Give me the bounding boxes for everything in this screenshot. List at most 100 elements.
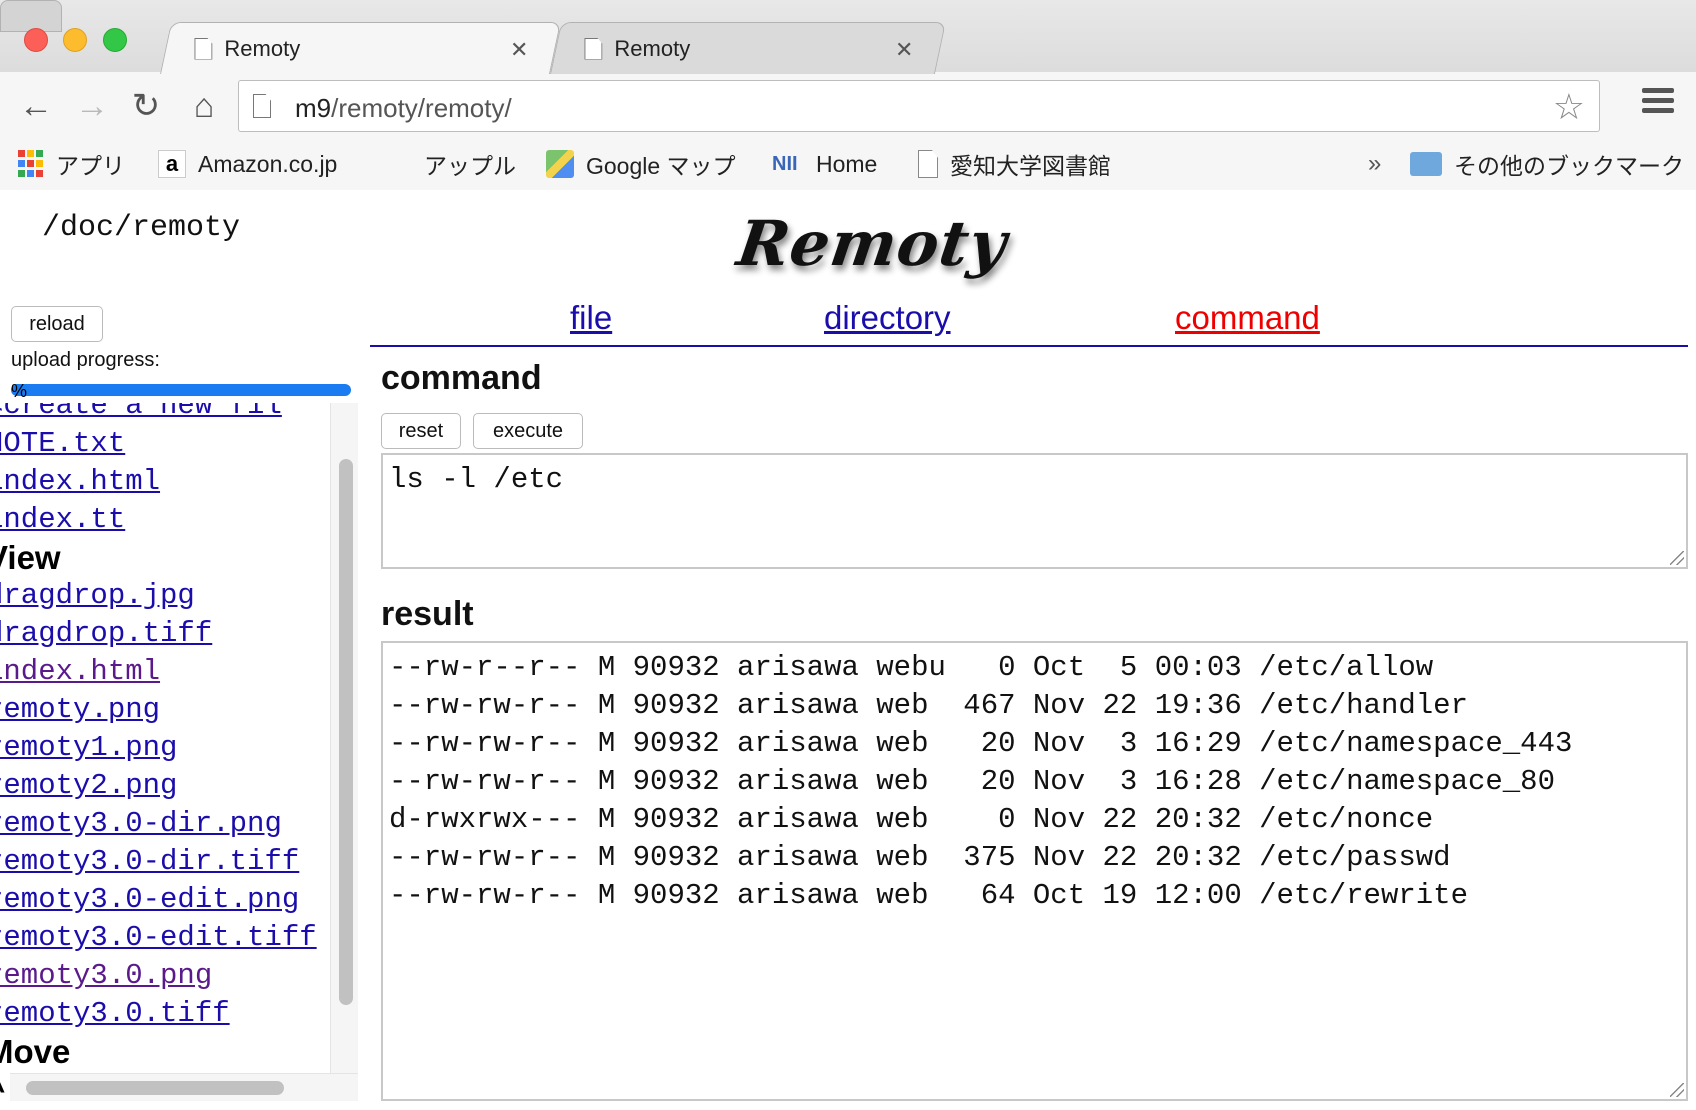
forward-arrow-icon[interactable]: → <box>75 87 109 125</box>
home-icon[interactable]: ⌂ <box>193 87 215 125</box>
bookmark-label: アプリ <box>56 153 125 179</box>
browser-toolbar: ← → ↻ ⌂ m9/remoty/remoty/ ☆ <box>0 72 1696 140</box>
tab-close-icon[interactable]: ✕ <box>509 37 529 62</box>
browser-tab-2[interactable]: Remoty ✕ <box>550 22 947 74</box>
resize-grip-icon[interactable] <box>1670 1083 1684 1097</box>
sidebar-file-link[interactable]: dragdrop.tiff <box>0 617 213 650</box>
back-arrow-icon[interactable]: ← <box>19 87 53 125</box>
scrollbar-thumb[interactable] <box>339 459 353 1005</box>
folder-icon <box>1410 152 1442 176</box>
sidebar-section-heading: ^ <box>0 1071 317 1103</box>
sidebar-file-link[interactable]: remoty3.0.png <box>0 959 213 992</box>
tab-title: Remoty <box>224 35 301 61</box>
remoty-logo: Remoty <box>732 207 1012 280</box>
bookmarks-bar: アプリ a Amazon.co.jp アップル Google マップ NII H… <box>0 140 1696 190</box>
command-text: ls -l /etc <box>389 463 564 496</box>
sidebar-file-link[interactable]: remoty3.0-edit.png <box>0 883 300 916</box>
result-textarea[interactable]: --rw-r--r-- M 90932 arisawa webu 0 Oct 5… <box>381 641 1688 1101</box>
bookmark-label: その他のブックマーク <box>1454 153 1684 179</box>
result-line: --rw-rw-r-- M 90932 arisawa web 20 Nov 3… <box>389 765 1555 798</box>
sidebar-file-link[interactable]: remoty3.0-dir.png <box>0 807 282 840</box>
hamburger-menu-icon[interactable] <box>1642 88 1674 120</box>
result-line: --rw-rw-r-- M 90932 arisawa web 467 Nov … <box>389 689 1468 722</box>
page-icon <box>584 38 602 60</box>
page-icon <box>918 150 938 178</box>
apps-icon <box>18 150 44 178</box>
other-bookmarks[interactable]: その他のブックマーク <box>1410 146 1684 182</box>
bookmark-label: Home <box>816 150 878 177</box>
sidebar-file-link[interactable]: remoty2.png <box>0 769 178 802</box>
scrollbar-thumb[interactable] <box>26 1081 284 1095</box>
sidebar-file-link[interactable]: dragdrop.jpg <box>0 579 195 612</box>
reload-button[interactable]: reload <box>11 306 103 342</box>
page-icon <box>194 38 212 60</box>
bookmark-star-icon[interactable]: ☆ <box>1552 86 1585 127</box>
tab-command[interactable]: command <box>1175 299 1320 336</box>
window-close-button[interactable] <box>24 28 48 52</box>
bookmark-apps[interactable]: アプリ <box>18 146 125 182</box>
resize-grip-icon[interactable] <box>1670 551 1684 565</box>
result-line: --rw-rw-r-- M 90932 arisawa web 64 Oct 1… <box>389 879 1468 912</box>
page-content: /doc/remoty Remoty reload upload progres… <box>0 191 1696 1110</box>
sidebar-file-link[interactable]: remoty3.0.tiff <box>0 997 230 1030</box>
url-path: /remoty/remoty/ <box>331 93 512 123</box>
bookmark-home[interactable]: NII Home <box>772 146 877 182</box>
sidebar-file-link[interactable]: index.html <box>0 655 161 688</box>
address-bar[interactable]: m9/remoty/remoty/ ☆ <box>238 80 1600 132</box>
more-bookmarks-chevron-icon[interactable]: » <box>1368 150 1382 177</box>
sidebar-file-link[interactable]: remoty1.png <box>0 731 178 764</box>
browser-tab-1[interactable]: Remoty ✕ <box>160 22 562 74</box>
tab-file[interactable]: file <box>570 299 613 336</box>
mode-tabs: file directory command <box>370 299 1688 347</box>
result-output: --rw-r--r-- M 90932 arisawa webu 0 Oct 5… <box>389 649 1680 915</box>
sidebar-file-link[interactable]: index.tt <box>0 503 126 536</box>
window-maximize-button[interactable] <box>103 28 127 52</box>
upload-progress-label: upload progress: <box>11 349 160 371</box>
sidebar-file-link[interactable]: NOTE.txt <box>0 427 126 460</box>
nii-icon: NII <box>772 153 798 175</box>
command-textarea[interactable]: ls -l /etc <box>381 453 1688 569</box>
result-line: --rw-r--r-- M 90932 arisawa webu 0 Oct 5… <box>389 651 1434 684</box>
tab-directory[interactable]: directory <box>824 299 951 336</box>
bookmark-library[interactable]: 愛知大学図書館 <box>918 146 1111 182</box>
result-line: --rw-rw-r-- M 90932 arisawa web 20 Nov 3… <box>389 727 1573 760</box>
upload-progress-percent: % <box>11 381 28 401</box>
sidebar-file-link[interactable]: <create a new fil <box>0 403 282 422</box>
command-heading: command <box>381 359 542 397</box>
sidebar-horizontal-scrollbar[interactable] <box>10 1073 358 1101</box>
reload-icon[interactable]: ↻ <box>131 87 161 125</box>
new-tab-button[interactable] <box>0 0 62 32</box>
page-icon <box>253 94 271 118</box>
tab-close-icon[interactable]: ✕ <box>894 37 914 62</box>
bookmark-label: アップル <box>424 153 516 179</box>
bookmark-label: 愛知大学図書館 <box>950 153 1111 179</box>
sidebar-file-link[interactable]: remoty.png <box>0 693 161 726</box>
tab-strip: Remoty ✕ Remoty ✕ <box>0 0 1696 74</box>
sidebar-vertical-scrollbar[interactable] <box>330 403 358 1073</box>
upload-progress-bar <box>11 384 351 396</box>
bookmark-amazon[interactable]: a Amazon.co.jp <box>158 146 337 182</box>
sidebar-section-heading: View <box>0 539 61 576</box>
sidebar-file-link[interactable]: remoty3.0-dir.tiff <box>0 845 300 878</box>
file-sidebar: <create a new filNOTE.txt index.html index… <box>0 403 358 1103</box>
result-heading: result <box>381 595 474 633</box>
execute-button[interactable]: execute <box>473 413 583 449</box>
result-line: --rw-rw-r-- M 90932 arisawa web 375 Nov … <box>389 841 1451 874</box>
url-host: m9 <box>295 93 332 123</box>
file-list: <create a new filNOTE.txt index.html index… <box>0 403 317 1103</box>
sidebar-file-link[interactable]: remoty3.0-edit.tiff <box>0 921 317 954</box>
browser-chrome: Remoty ✕ Remoty ✕ ← → ↻ ⌂ m9/remoty/remo… <box>0 0 1696 190</box>
bookmark-google-maps[interactable]: Google マップ <box>546 146 736 182</box>
sidebar-file-link[interactable]: index.html <box>0 465 161 498</box>
maps-icon <box>546 150 574 178</box>
url-text[interactable]: m9/remoty/remoty/ <box>295 93 512 124</box>
apple-icon <box>384 150 412 178</box>
result-line: d-rwxrwx--- M 90932 arisawa web 0 Nov 22… <box>389 803 1434 836</box>
sidebar-section-heading: Move <box>0 1033 71 1070</box>
bookmark-apple[interactable]: アップル <box>384 146 516 182</box>
reset-button[interactable]: reset <box>381 413 461 449</box>
bookmark-label: Amazon.co.jp <box>198 150 338 177</box>
doc-path: /doc/remoty <box>42 211 241 245</box>
window-minimize-button[interactable] <box>63 28 87 52</box>
tab-title: Remoty <box>614 35 691 61</box>
